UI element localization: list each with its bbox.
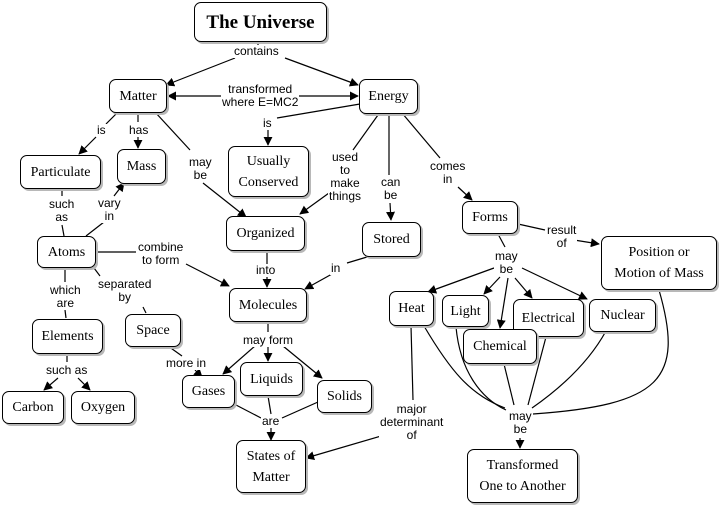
edge-resultof-position	[573, 238, 600, 248]
edge-maybe-electrical	[514, 277, 533, 299]
edge-combine-molecules	[185, 263, 230, 287]
edge-maybe-light	[483, 276, 501, 295]
edge-chemical-maybe	[503, 363, 515, 406]
link-more-in: more in	[165, 356, 208, 370]
concept-forms: Forms	[462, 201, 518, 234]
concept-position-or-motion-of-mass: Position or Motion of Mass	[601, 236, 717, 290]
link-comes-in: comes in	[429, 159, 467, 186]
edge-used-organized	[299, 192, 330, 215]
concept-carbon: Carbon	[2, 391, 64, 424]
edge-whichare-elements	[64, 309, 67, 319]
edge-atoms-varyin	[85, 221, 105, 237]
concept-oxygen: Oxygen	[71, 391, 135, 424]
edge-varyin-mass	[113, 182, 125, 197]
link-separated-by: separated by	[97, 277, 153, 304]
edge-suchas-oxygen	[77, 377, 91, 391]
link-which-are: which are	[49, 283, 82, 310]
edge-stored-in	[346, 256, 368, 264]
edge-electrical-maybe	[527, 336, 547, 406]
edge-matter-maybe	[154, 111, 191, 151]
edge-in-molecules	[304, 273, 333, 290]
edge-liquids-are	[267, 395, 272, 415]
edge-mayform-gases	[222, 345, 256, 375]
link-into: into	[255, 263, 277, 277]
edge-space-morein	[167, 345, 183, 357]
concept-energy: Energy	[359, 79, 418, 114]
link-major-determinant-of: major determinant of	[379, 402, 445, 442]
edge-separated-space	[142, 306, 147, 314]
link-may-be-forms: may be	[494, 249, 519, 276]
concept-transformed-one-to-another: Transformed One to Another	[467, 449, 578, 503]
link-such-as-atoms: such as	[48, 197, 76, 224]
link-result-of: result of	[546, 223, 578, 250]
edge-maybe-chemical	[496, 277, 509, 329]
link-vary-in: vary in	[97, 196, 122, 223]
edge-gases-are	[235, 404, 262, 419]
concept-particulate: Particulate	[20, 155, 101, 189]
link-contains: contains	[233, 44, 280, 58]
edge-heat-determinant	[410, 325, 414, 401]
concept-heat: Heat	[389, 291, 434, 326]
edge-comesin-forms	[457, 186, 473, 201]
edge-energy-used	[352, 114, 379, 151]
concept-usually-conserved: Usually Conserved	[228, 146, 309, 197]
concept-mass: Mass	[117, 149, 166, 184]
concept-molecules: Molecules	[229, 288, 307, 322]
edge-light-maybe	[455, 326, 507, 411]
link-combine-to-form: combine to form	[137, 240, 185, 267]
link-in-stored: in	[330, 261, 342, 275]
edge-position-maybe	[532, 289, 669, 415]
concept-atoms: Atoms	[37, 236, 96, 268]
concept-stored: Stored	[362, 222, 421, 257]
link-may-be-matter: may be	[188, 155, 213, 182]
concept-gases: Gases	[182, 375, 235, 408]
concept-organized: Organized	[226, 216, 305, 251]
edge-maybe-organized	[202, 182, 247, 218]
link-such-as-elements: such as	[45, 363, 89, 377]
edge-mayform-solids	[282, 345, 323, 379]
edge-nuclear-maybe	[531, 330, 607, 409]
edge-suchas-atoms	[61, 224, 65, 237]
edge-canbe-stored	[386, 202, 396, 221]
edge-maybe-nuclear	[521, 267, 588, 300]
link-are: are	[261, 414, 281, 428]
edge-solids-are	[281, 401, 319, 419]
concept-the-universe: The Universe	[194, 2, 327, 42]
edge-forms-maybe	[497, 233, 506, 248]
edge-forms-resultof	[517, 223, 546, 231]
edge-atoms-separated	[93, 267, 101, 277]
edge-contains-matter	[165, 57, 236, 87]
edge-is-particulate	[78, 136, 97, 155]
concept-light: Light	[442, 295, 489, 327]
link-is-energy: is	[262, 116, 273, 130]
concept-elements: Elements	[32, 319, 103, 354]
edge-contains-energy	[284, 57, 359, 87]
concept-chemical: Chemical	[463, 329, 537, 364]
concept-solids: Solids	[317, 380, 372, 413]
edge-energy-is	[276, 103, 361, 119]
edge-suchas-carbon	[43, 377, 59, 391]
link-can-be: can be	[380, 175, 402, 202]
edge-matter-is	[105, 111, 119, 125]
concept-liquids: Liquids	[240, 362, 303, 396]
concept-matter: Matter	[109, 79, 167, 113]
link-used-to-make-things: used to make things	[328, 150, 363, 203]
link-transformed-where-emc2: transformed where E=MC2	[221, 82, 300, 109]
link-may-form: may form	[242, 333, 295, 347]
concept-nuclear: Nuclear	[589, 299, 656, 332]
concept-states-of-matter: States of Matter	[236, 440, 306, 493]
link-is-matter: is	[96, 123, 107, 137]
concept-space: Space	[125, 314, 181, 347]
link-may-be-transform: may be	[508, 409, 533, 436]
edge-energy-comesin	[401, 112, 441, 159]
edge-maybe-heat	[427, 267, 495, 294]
link-has: has	[128, 123, 150, 137]
